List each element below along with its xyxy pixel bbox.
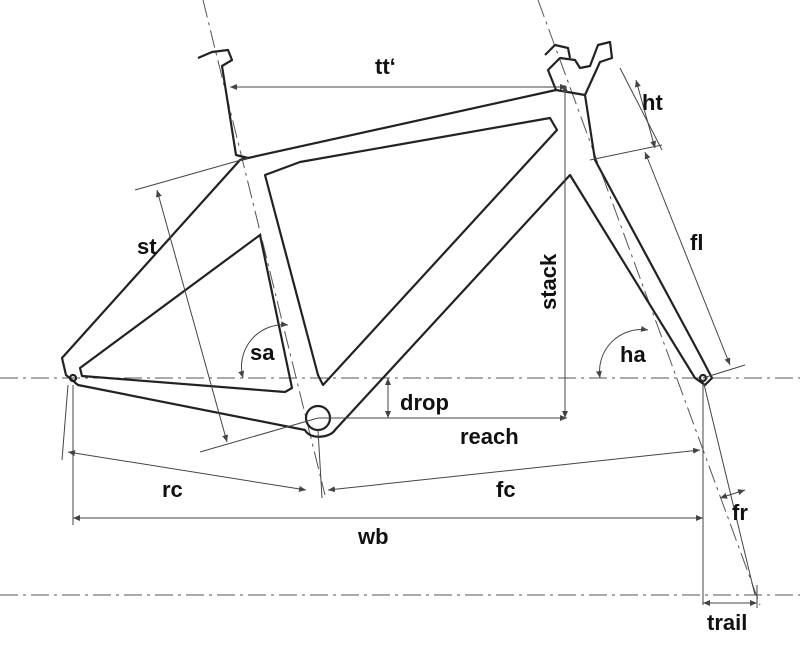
frame-outline bbox=[60, 88, 714, 438]
st-dimension bbox=[155, 189, 229, 443]
front-triangle-inner bbox=[263, 116, 559, 387]
label-stack: stack bbox=[536, 253, 561, 310]
label-wb: wb bbox=[357, 524, 389, 549]
rear-axle bbox=[68, 373, 78, 383]
dimension-lines bbox=[61, 67, 758, 608]
seatpost bbox=[197, 48, 249, 160]
label-drop: drop bbox=[400, 390, 449, 415]
label-fl: fl bbox=[690, 230, 703, 255]
rear-triangle-inner bbox=[78, 233, 294, 394]
label-tt: tt‘ bbox=[375, 54, 396, 79]
ht-dimension bbox=[634, 79, 657, 149]
st-ext-top bbox=[134, 157, 249, 191]
headset-top bbox=[544, 43, 572, 59]
sa-arc bbox=[238, 321, 289, 379]
fl-ext bbox=[702, 364, 746, 379]
dimension-labels: tt‘ ht st fl stack sa ha drop reach rc f… bbox=[137, 54, 748, 635]
fr-dimension bbox=[719, 489, 746, 499]
label-ha: ha bbox=[620, 342, 646, 367]
label-fr: fr bbox=[732, 500, 748, 525]
st-ext-bottom bbox=[199, 417, 319, 453]
label-fc: fc bbox=[496, 477, 516, 502]
bb-ext bbox=[317, 429, 323, 499]
stem bbox=[546, 40, 614, 96]
ht-ext-bottom bbox=[589, 144, 663, 161]
rc-ext-left bbox=[61, 384, 69, 461]
seat-tube-axis bbox=[202, 0, 326, 496]
ha-arc bbox=[595, 325, 649, 379]
fr-ext bbox=[702, 379, 756, 596]
fc-dimension bbox=[327, 447, 701, 493]
label-ht: ht bbox=[642, 90, 663, 115]
label-st: st bbox=[137, 234, 157, 259]
label-rc: rc bbox=[162, 477, 183, 502]
label-trail: trail bbox=[707, 610, 747, 635]
fl-dimension bbox=[644, 151, 731, 366]
rc-dimension bbox=[67, 450, 307, 492]
label-reach: reach bbox=[460, 424, 519, 449]
label-sa: sa bbox=[250, 340, 275, 365]
